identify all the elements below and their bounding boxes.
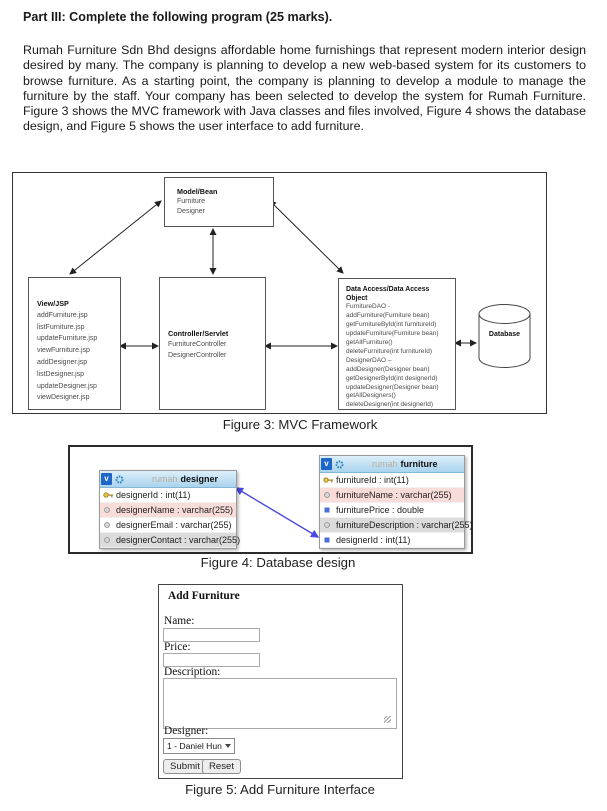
column-icon bbox=[323, 521, 334, 529]
view-jsp-item: updateFurniture.jsp bbox=[37, 335, 98, 343]
column-label: designerId : int(11) bbox=[116, 490, 191, 500]
column-label: designerId : int(11) bbox=[336, 535, 411, 545]
column-label: furnitureDescription : varchar(255) bbox=[336, 520, 473, 530]
table-row: designerName : varchar(255) bbox=[100, 503, 236, 518]
schema-name: rumah bbox=[372, 459, 398, 469]
figure4-caption: Figure 4: Database design bbox=[200, 555, 356, 570]
dao-item: getDesignerById(int designerId) bbox=[346, 374, 438, 382]
primary-key-icon bbox=[103, 491, 114, 499]
column-label: designerName : varchar(255) bbox=[116, 505, 234, 515]
dao-item: deleteFurniture(int furnitureId) bbox=[346, 347, 432, 355]
model-bean-item: Designer bbox=[177, 208, 206, 215]
collapse-icon[interactable]: v bbox=[321, 458, 332, 470]
model-bean-box: Model/Bean Furniture Designer bbox=[164, 177, 274, 227]
table-row: designerContact : varchar(255) bbox=[100, 533, 240, 548]
column-label: furnitureName : varchar(255) bbox=[336, 490, 452, 500]
dao-item: getFurnitureById(int furnitureId) bbox=[346, 321, 437, 329]
designer-selected-option: 1 - Daniel Hun bbox=[167, 741, 222, 751]
table-row: furnitureId : int(11) bbox=[320, 473, 464, 488]
view-jsp-title: View/JSP bbox=[37, 299, 69, 308]
numeric-column-icon bbox=[323, 506, 334, 514]
column-label: furnitureId : int(11) bbox=[336, 475, 409, 485]
price-label: Price: bbox=[164, 641, 191, 653]
database-design-figure: v rumah designer designerId : int(11) de… bbox=[68, 445, 473, 554]
data-access-object-box: Data Access/Data Access Object Furniture… bbox=[338, 278, 456, 410]
table-row: designerId : int(11) bbox=[100, 488, 236, 503]
column-icon bbox=[103, 506, 114, 514]
textarea-resize-grip[interactable] bbox=[384, 716, 391, 723]
page-title: Part III: Complete the following program… bbox=[23, 10, 333, 24]
name-label: Name: bbox=[164, 615, 195, 627]
figure3-caption: Figure 3: MVC Framework bbox=[222, 417, 378, 432]
view-jsp-item: viewDesigner.jsp bbox=[37, 394, 90, 402]
controller-item: DesignerController bbox=[168, 352, 227, 359]
collapse-icon[interactable]: v bbox=[101, 473, 112, 485]
price-input[interactable] bbox=[163, 653, 260, 667]
table-name: designer bbox=[180, 474, 219, 484]
foreign-key-icon bbox=[323, 536, 334, 544]
controller-servlet-box: Controller/Servlet FurnitureController D… bbox=[159, 277, 266, 410]
furniture-table-header: v rumah furniture bbox=[320, 456, 464, 473]
mvc-framework-diagram: Model/Bean Furniture Designer View/JSP a… bbox=[12, 172, 547, 414]
designer-table-header: v rumah designer bbox=[100, 471, 236, 488]
view-jsp-item: viewFurniture.jsp bbox=[37, 347, 90, 355]
view-jsp-item: listDesigner.jsp bbox=[37, 370, 85, 378]
view-jsp-item: addDesigner.jsp bbox=[37, 358, 88, 366]
dao-item: getAllFurniture() bbox=[346, 339, 393, 347]
intro-paragraph: Rumah Furniture Sdn Bhd designs affordab… bbox=[23, 43, 586, 134]
view-jsp-item: addFurniture.jsp bbox=[37, 311, 88, 319]
table-row: furnitureDescription : varchar(255) bbox=[320, 518, 473, 533]
table-row: designerEmail : varchar(255) bbox=[100, 518, 236, 533]
view-jsp-item: updateDesigner.jsp bbox=[37, 382, 97, 390]
table-gear-icon bbox=[115, 475, 124, 483]
table-row: designerId : int(11) bbox=[320, 533, 464, 548]
figure5-caption: Figure 5: Add Furniture Interface bbox=[185, 782, 375, 797]
designer-label: Designer: bbox=[164, 725, 209, 737]
primary-key-icon bbox=[323, 476, 334, 484]
name-input[interactable] bbox=[163, 628, 260, 642]
database-cylinder-icon bbox=[478, 304, 531, 368]
table-row: furniturePrice : double bbox=[320, 503, 464, 518]
designer-select[interactable]: 1 - Daniel Hun bbox=[163, 738, 235, 754]
database-label: Database bbox=[488, 331, 521, 338]
view-jsp-item: listFurniture.jsp bbox=[37, 323, 85, 331]
dao-item: addDesigner(Designer bean) bbox=[346, 365, 430, 373]
furniture-table: v rumah furniture furnitureId : int(11) … bbox=[319, 455, 473, 549]
dao-item: FurnitureDAO - bbox=[346, 303, 391, 311]
column-icon bbox=[103, 536, 114, 544]
model-bean-title: Model/Bean bbox=[177, 187, 218, 196]
reset-button[interactable]: Reset bbox=[202, 759, 242, 774]
designer-table: v rumah designer designerId : int(11) de… bbox=[99, 470, 240, 549]
table-name: furniture bbox=[400, 459, 438, 469]
dao-item: deleteDesigner(int designerId) bbox=[346, 401, 434, 409]
description-label: Description: bbox=[164, 666, 221, 678]
description-textarea[interactable] bbox=[163, 678, 397, 729]
add-furniture-form: Add Furniture Name: Price: Description: … bbox=[158, 584, 403, 779]
controller-title: Controller/Servlet bbox=[168, 329, 229, 338]
column-label: furniturePrice : double bbox=[336, 505, 425, 515]
column-icon bbox=[323, 491, 334, 499]
dao-item: getAllDesigners() bbox=[346, 392, 396, 400]
table-gear-icon bbox=[335, 460, 344, 468]
table-row: furnitureName : varchar(255) bbox=[320, 488, 464, 503]
dao-item: DesignerDAO – bbox=[346, 356, 392, 364]
model-bean-item: Furniture bbox=[177, 198, 206, 205]
dao-title: Data Access/Data Access Object bbox=[346, 286, 430, 303]
chevron-down-icon bbox=[225, 744, 231, 748]
controller-item: FurnitureController bbox=[168, 341, 227, 348]
column-icon bbox=[103, 521, 114, 529]
dao-item: addFurniture(Furniture bean) bbox=[346, 312, 430, 320]
dao-item: updateDesigner(Designer bean) bbox=[346, 383, 439, 391]
relationship-line bbox=[234, 487, 320, 538]
submit-button[interactable]: Submit bbox=[163, 759, 207, 774]
form-title: Add Furniture bbox=[168, 590, 240, 602]
column-label: designerEmail : varchar(255) bbox=[116, 520, 232, 530]
column-label: designerContact : varchar(255) bbox=[116, 535, 241, 545]
schema-name: rumah bbox=[152, 474, 178, 484]
diagram-arrows bbox=[69, 200, 477, 350]
view-jsp-box: View/JSP addFurniture.jsp listFurniture.… bbox=[28, 277, 121, 410]
dao-item: updateFurniture(Furniture bean) bbox=[346, 330, 439, 338]
